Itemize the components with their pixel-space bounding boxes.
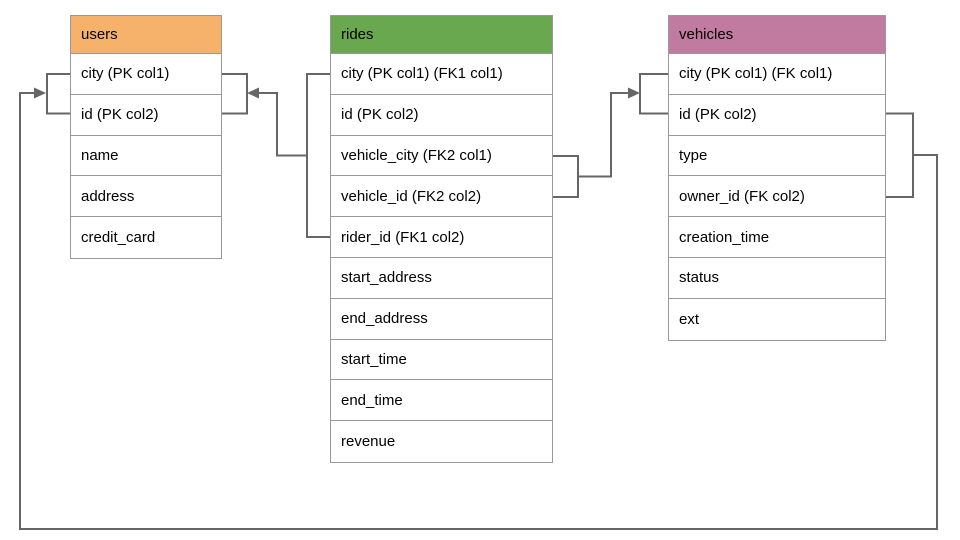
column-row-rides-2: vehicle_city (FK2 col1) bbox=[331, 136, 552, 177]
rides-left-bracket-line bbox=[306, 73, 330, 238]
column-row-users-4: credit_card bbox=[81, 229, 156, 247]
fk1-connector-rides-to-users-line bbox=[258, 92, 307, 157]
column-row-vehicles-4: creation_time bbox=[669, 217, 885, 258]
users-right-bracket-line bbox=[222, 73, 248, 115]
column-row-users-1: id (PK col2) bbox=[71, 95, 221, 136]
column-row-rides-7: start_time bbox=[331, 340, 552, 381]
column-row-rides-1: id (PK col2) bbox=[331, 95, 552, 136]
table-header-users: users bbox=[71, 16, 221, 54]
column-row-rides-0: city (PK col1) (FK1 col1) bbox=[331, 54, 552, 95]
column-row-vehicles-2: type bbox=[669, 136, 885, 177]
column-row-vehicles-0: city (PK col1) (FK col1) bbox=[669, 54, 885, 95]
column-row-vehicles-3: owner_id (FK col2) bbox=[669, 176, 885, 218]
table-header-rides: rides bbox=[331, 16, 552, 54]
column-row-vehicles-6: ext bbox=[679, 310, 700, 328]
table-vehicles: vehicles city (PK col1) (FK col1)id (PK … bbox=[668, 15, 886, 341]
column-row-users-2: name bbox=[71, 136, 221, 177]
fk2-connector-rides-to-vehicles-line bbox=[578, 92, 629, 178]
column-row-users-0: city (PK col1) bbox=[71, 54, 221, 95]
users-left-bracket-line bbox=[46, 73, 70, 115]
column-row-users-3: address bbox=[71, 176, 221, 218]
table-vehicles-rows: city (PK col1) (FK col1)id (PK col2)type… bbox=[669, 54, 885, 340]
column-row-rides-6: end_address bbox=[331, 299, 552, 340]
column-row-vehicles-1: id (PK col2) bbox=[669, 95, 885, 136]
table-rides-rows: city (PK col1) (FK1 col1)id (PK col2)veh… bbox=[331, 54, 552, 462]
column-row-rides-9: revenue bbox=[341, 433, 396, 451]
column-row-rides-4: rider_id (FK1 col2) bbox=[331, 217, 552, 258]
table-rides: rides city (PK col1) (FK1 col1)id (PK co… bbox=[330, 15, 553, 463]
column-row-rides-5: start_address bbox=[331, 258, 552, 299]
rides-right-bracket-line bbox=[553, 155, 579, 198]
column-row-vehicles-5: status bbox=[669, 258, 885, 299]
vehicles-right-bracket-line bbox=[886, 112, 914, 198]
column-row-rides-8: end_time bbox=[331, 380, 552, 422]
fk-connector-vehicles-to-users-line bbox=[19, 92, 938, 530]
arrowhead-to-vehicles-icon bbox=[628, 87, 640, 99]
column-row-rides-3: vehicle_id (FK2 col2) bbox=[331, 176, 552, 218]
arrowhead-to-users-left-icon bbox=[34, 87, 46, 99]
table-header-vehicles: vehicles bbox=[669, 16, 885, 54]
vehicles-left-bracket-line bbox=[639, 73, 668, 115]
arrowhead-to-users-icon bbox=[247, 87, 259, 99]
